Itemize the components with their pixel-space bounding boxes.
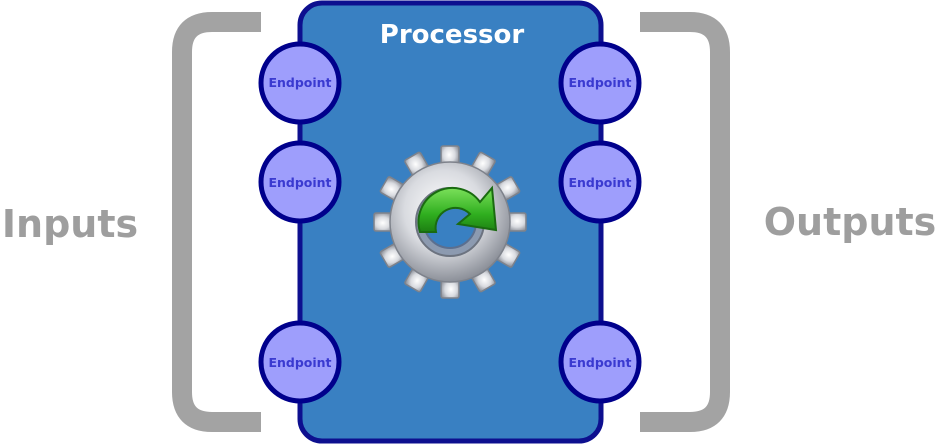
endpoint-label: Endpoint bbox=[568, 355, 631, 370]
outputs-label: Outputs bbox=[764, 200, 937, 244]
input-endpoint[interactable]: Endpoint bbox=[258, 320, 342, 404]
inputs-bracket bbox=[172, 12, 261, 432]
output-endpoint[interactable]: Endpoint bbox=[558, 320, 642, 404]
processor-title: Processor bbox=[380, 20, 525, 50]
gear-refresh-icon bbox=[373, 145, 527, 299]
endpoint-label: Endpoint bbox=[268, 75, 331, 90]
input-endpoint[interactable]: Endpoint bbox=[258, 140, 342, 224]
endpoint-label: Endpoint bbox=[568, 75, 631, 90]
output-endpoint[interactable]: Endpoint bbox=[558, 140, 642, 224]
input-endpoint[interactable]: Endpoint bbox=[258, 41, 342, 125]
output-endpoint[interactable]: Endpoint bbox=[558, 41, 642, 125]
outputs-bracket bbox=[640, 12, 730, 432]
endpoint-label: Endpoint bbox=[268, 355, 331, 370]
endpoint-label: Endpoint bbox=[568, 175, 631, 190]
inputs-label: Inputs bbox=[2, 202, 138, 246]
endpoint-label: Endpoint bbox=[268, 175, 331, 190]
